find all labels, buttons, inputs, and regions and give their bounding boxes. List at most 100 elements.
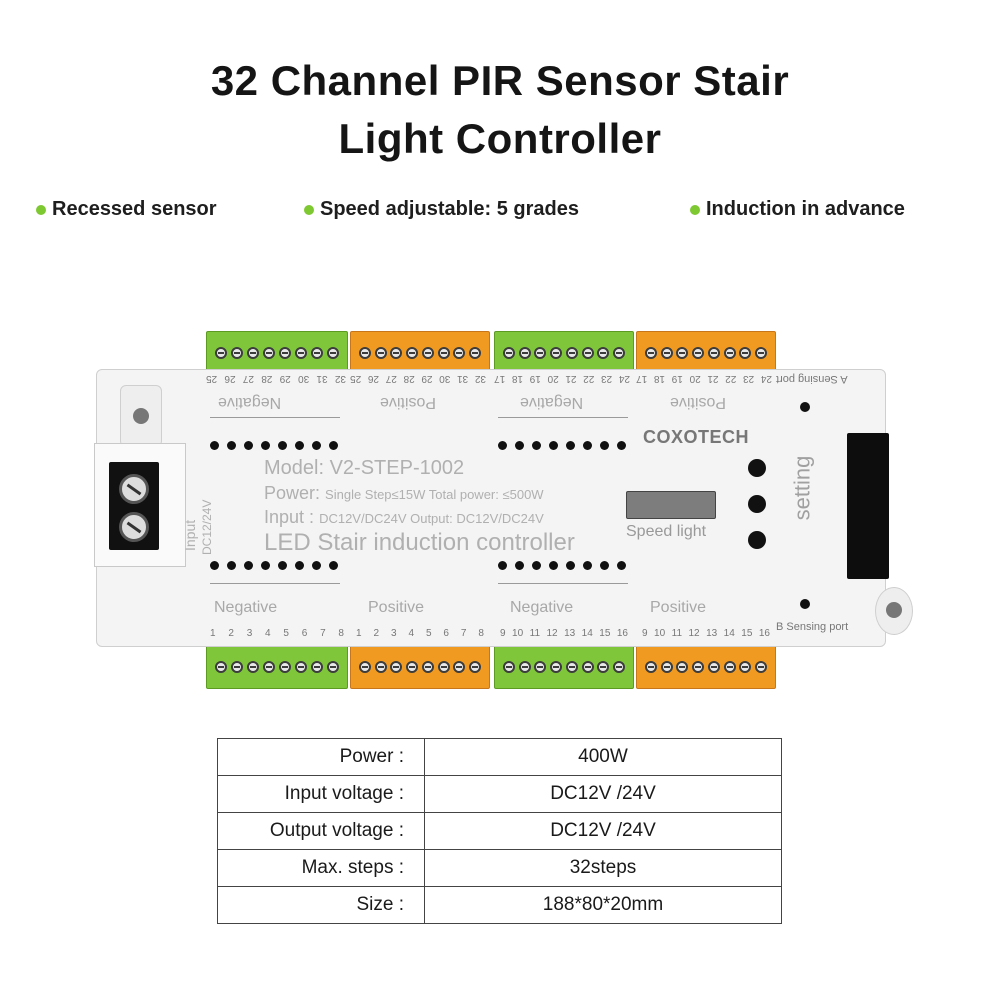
screw-icon — [406, 661, 419, 673]
setting-button-2[interactable] — [748, 495, 766, 513]
screw-icon — [644, 347, 657, 359]
screw-icon — [406, 347, 419, 359]
channel-number: 22 — [583, 373, 595, 384]
input-voltage-label: DC12/24V — [200, 499, 214, 555]
direction-arrow — [498, 417, 628, 418]
feature-label: Recessed sensor — [52, 198, 217, 220]
spec-value: DC12V /24V — [424, 812, 782, 850]
product-name-text: LED Stair induction controller — [264, 529, 575, 556]
title-line-1: 32 Channel PIR Sensor Stair — [210, 57, 790, 104]
spec-table: Power : 400W Input voltage : DC12V /24V … — [217, 738, 782, 924]
b-sensing-port-label: B Sensing port — [776, 621, 849, 633]
screw-icon — [453, 661, 466, 673]
sensor-dots-top-a — [210, 441, 338, 450]
a-sensing-port — [800, 402, 810, 412]
screw-icon — [119, 512, 149, 542]
channel-number: 30 — [439, 373, 451, 384]
screw-icon — [660, 661, 673, 673]
bullet-icon — [690, 204, 700, 215]
title-line-2: Light Controller — [338, 115, 662, 162]
speed-light-display — [626, 491, 716, 519]
positive-label-bottom-a: Positive — [368, 599, 425, 616]
feature-label: Speed adjustable: 5 grades — [320, 198, 579, 220]
model-text: Model: V2-STEP-1002 — [264, 457, 465, 479]
channel-number: 7 — [320, 628, 326, 639]
channel-number: 28 — [261, 373, 273, 384]
terminal-block-top-positive-a — [350, 331, 490, 375]
screw-icon — [660, 347, 673, 359]
channel-number: 13 — [706, 628, 718, 639]
direction-arrow — [498, 583, 628, 584]
channel-number: 6 — [443, 628, 449, 639]
screw-icon — [247, 661, 259, 673]
channel-number: 9 — [642, 628, 648, 639]
screw-icon — [755, 661, 768, 673]
screw-icon — [692, 661, 705, 673]
channel-number: 32 — [334, 373, 346, 384]
mounting-ear-left — [120, 385, 162, 447]
table-row: Max. steps : 32steps — [217, 849, 782, 887]
channel-number: 32 — [474, 373, 486, 384]
terminal-block-bottom-positive-b — [636, 645, 776, 689]
spec-value: 32steps — [424, 849, 782, 887]
sensor-dots-bottom-a — [210, 561, 338, 570]
power-text: Power: Single Step≤15W Total power: ≤500… — [264, 483, 544, 503]
setting-label: setting — [789, 455, 815, 521]
sensor-dots-bottom-b — [498, 561, 626, 570]
channel-number: 9 — [500, 628, 506, 639]
channel-number: 14 — [581, 628, 593, 639]
sensor-connector-block — [847, 433, 889, 579]
screw-icon — [755, 347, 768, 359]
channel-number: 26 — [224, 373, 236, 384]
positive-label-top-b: Positive — [670, 394, 727, 411]
input-terminal-housing — [94, 443, 186, 567]
screw-icon — [215, 347, 227, 359]
channel-number: 19 — [529, 373, 541, 384]
brand-logo: COXOTECH — [643, 427, 750, 447]
screw-icon — [437, 661, 450, 673]
channel-number: 29 — [279, 373, 291, 384]
setting-button-3[interactable] — [748, 531, 766, 549]
screw-icon — [502, 661, 515, 673]
setting-button-1[interactable] — [748, 459, 766, 477]
channel-number: 13 — [564, 628, 576, 639]
channel-number: 7 — [460, 628, 467, 639]
channel-number: 18 — [511, 373, 524, 384]
page-title: 32 Channel PIR Sensor Stair Light Contro… — [0, 52, 1000, 168]
screw-icon — [374, 661, 387, 673]
bullet-icon — [36, 204, 46, 215]
channel-number: 8 — [478, 628, 484, 639]
channel-number: 20 — [547, 373, 559, 384]
spec-value: 188*80*20mm — [424, 886, 782, 924]
screw-icon — [597, 347, 610, 359]
spec-value: DC12V /24V — [424, 775, 782, 813]
screw-icon — [453, 347, 466, 359]
channel-number: 1 — [356, 628, 362, 639]
channel-number: 12 — [546, 628, 558, 639]
channel-number: 2 — [373, 628, 380, 639]
screw-icon — [279, 347, 291, 359]
screw-icon — [263, 661, 275, 673]
screw-icon — [502, 347, 515, 359]
screw-icon — [327, 347, 339, 359]
screw-icon — [390, 661, 403, 673]
screw-icon — [613, 661, 626, 673]
terminal-block-bottom-negative-b — [494, 645, 634, 689]
channel-number: 26 — [367, 373, 380, 384]
channel-number: 12 — [688, 628, 700, 639]
screw-icon — [707, 347, 720, 359]
channel-number: 30 — [298, 373, 310, 384]
screw-icon — [311, 661, 323, 673]
screw-icon — [311, 347, 323, 359]
screw-icon — [723, 661, 736, 673]
channel-number: 16 — [616, 628, 628, 639]
screw-icon — [437, 347, 450, 359]
channel-number: 10 — [512, 628, 524, 639]
screw-icon — [215, 661, 227, 673]
screw-icon — [231, 347, 243, 359]
channel-number: 18 — [653, 373, 666, 384]
a-sensing-port-label: A Sensing port — [776, 373, 848, 385]
